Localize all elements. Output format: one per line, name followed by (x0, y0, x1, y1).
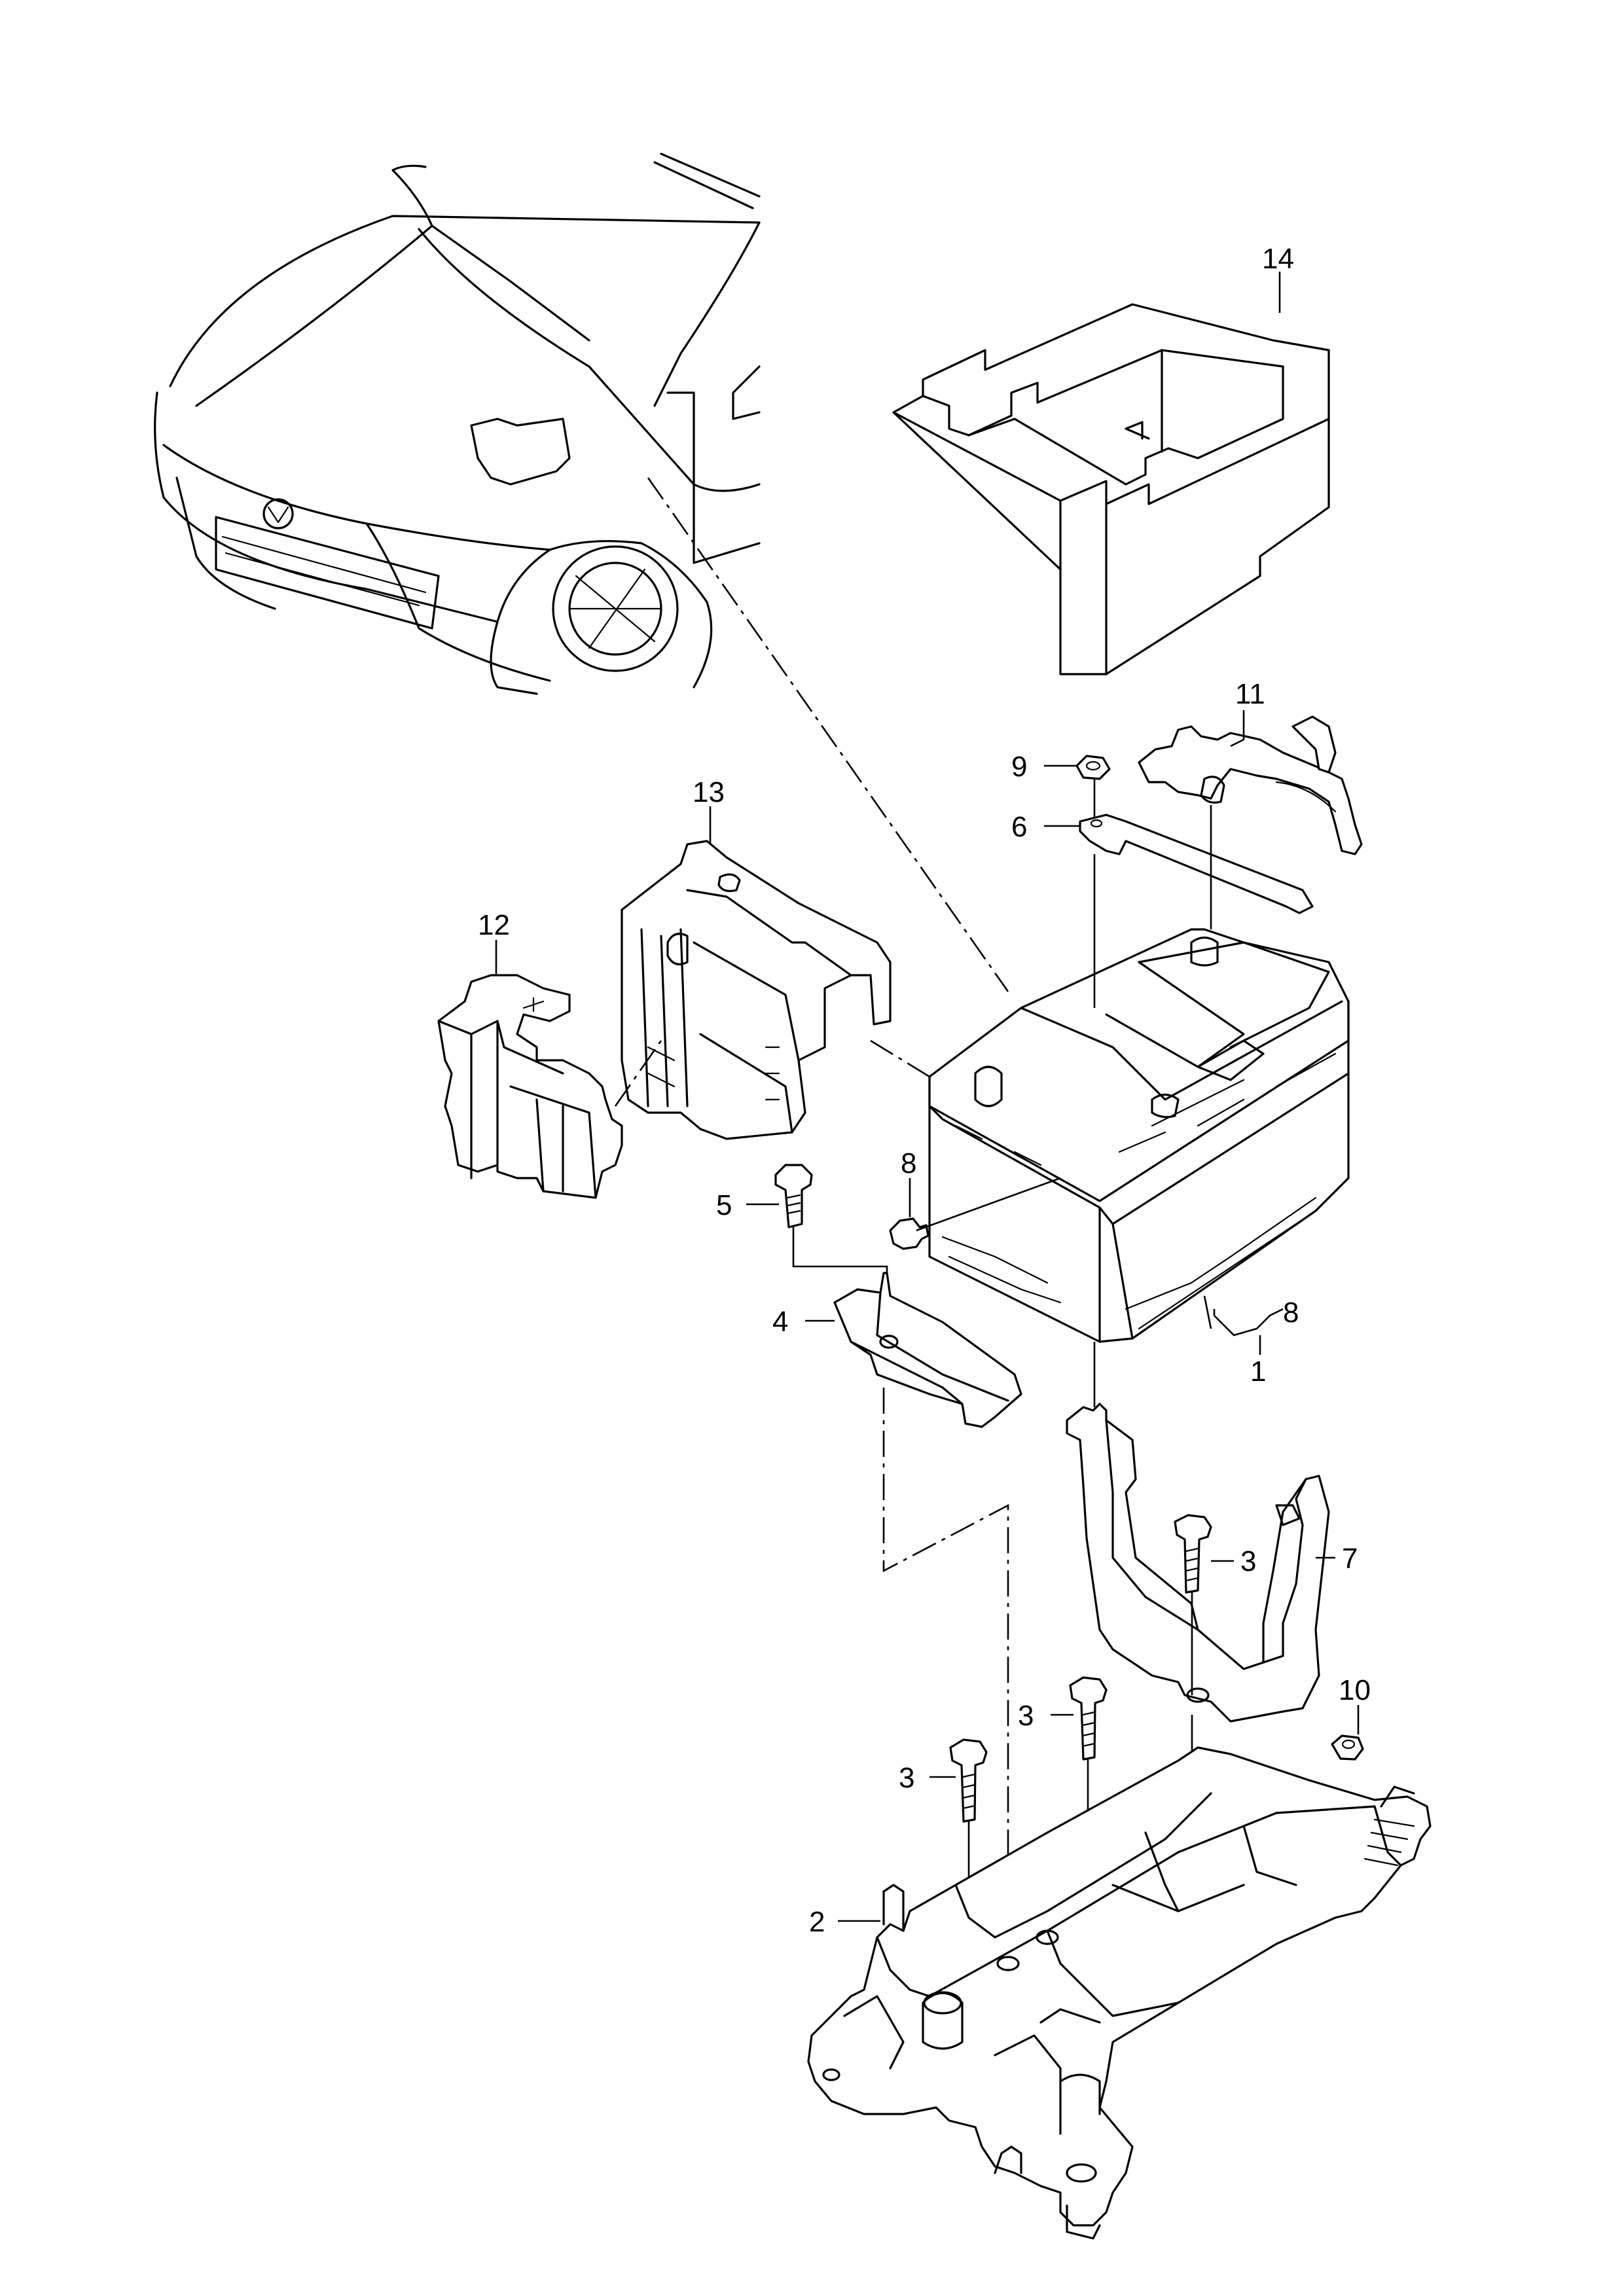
battery-hold-down-strip (1079, 814, 1314, 914)
location-leader-line (647, 477, 1009, 992)
fuse-box-leader-line-2 (614, 1040, 662, 1107)
callout-1: 1 (1250, 1355, 1266, 1388)
fuse-holder-cover (437, 974, 623, 1199)
hexagon-flange-bolt-middle (1069, 1676, 1108, 1761)
hexagon-flange-bolt-lower (949, 1738, 988, 1823)
callout-9: 9 (1011, 751, 1027, 783)
battery-retaining-bracket (833, 1272, 1022, 1428)
hexagon-flange-bolt-upper (1174, 1514, 1212, 1594)
vehicle-front-illustration (154, 152, 761, 695)
fastening-bolt-short (774, 1164, 813, 1229)
callout-3-upper: 3 (1240, 1545, 1256, 1577)
callout-13: 13 (693, 776, 725, 808)
callout-6: 6 (1011, 811, 1027, 843)
callout-12: 12 (478, 909, 510, 941)
bracket-to-tray-line (882, 1388, 1009, 1950)
callout-2: 2 (809, 1906, 825, 1938)
callout-leaders (495, 272, 1360, 1922)
callout-8-battery: 8 (1283, 1297, 1299, 1329)
fuse-box-leader-line (870, 1039, 930, 1078)
hex-nut (1075, 755, 1111, 780)
fixing-clip-plug (889, 1217, 929, 1250)
battery (928, 928, 1350, 1343)
clip-alignment-line (916, 1177, 1061, 1232)
callout-4: 4 (772, 1306, 788, 1338)
mounting-nut (1331, 1734, 1364, 1761)
callout-labels: 14 11 9 6 13 12 5 8 4 8 1 3 7 10 3 3 2 (478, 243, 1371, 1938)
callout-11: 11 (1235, 678, 1265, 710)
battery-positive-terminal-cable (1138, 715, 1363, 855)
callout-3-lower: 3 (899, 1762, 914, 1794)
callout-5: 5 (716, 1189, 732, 1221)
callout-8-clip: 8 (901, 1147, 916, 1179)
battery-support-bracket (1066, 1403, 1330, 1723)
fuse-holder-bracket (621, 840, 892, 1140)
callout-14: 14 (1262, 243, 1294, 275)
callout-3-middle: 3 (1018, 1700, 1034, 1732)
callout-7: 7 (1342, 1543, 1358, 1575)
callout-10: 10 (1339, 1674, 1371, 1706)
battery-tray (807, 1746, 1432, 2240)
battery-insulating-box (892, 303, 1330, 675)
